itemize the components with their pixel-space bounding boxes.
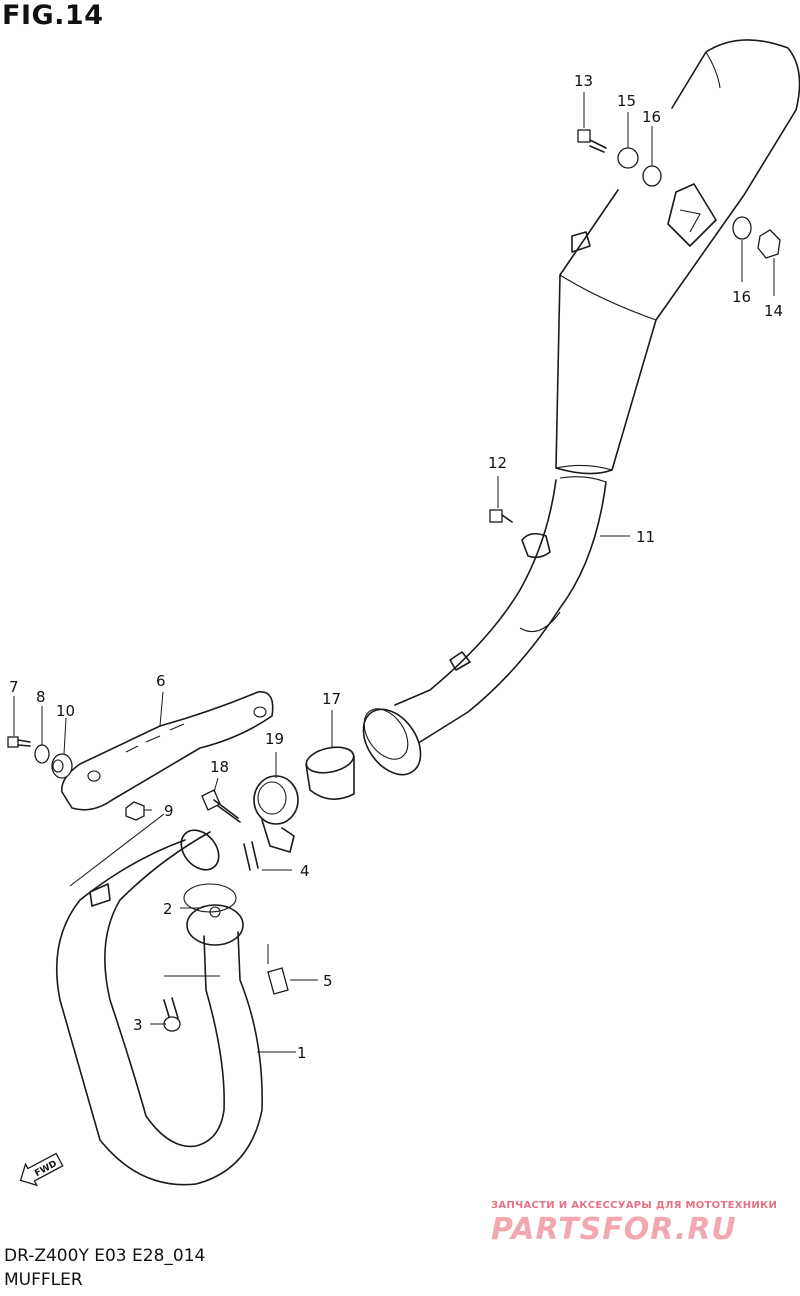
callout-2: 2: [163, 900, 173, 918]
muffler-body: [555, 39, 800, 483]
bracket-bolt: [7, 736, 31, 748]
callout-16-upper: 16: [642, 108, 661, 126]
muffler-bolt: [577, 129, 607, 153]
watermark-brand: PARTSFOR.RU: [491, 1212, 737, 1247]
bracket-washer: [34, 744, 50, 764]
muffler-cushion-outer: [732, 216, 752, 240]
callout-10: 10: [56, 702, 75, 720]
muffler-cushion-inner: [642, 165, 662, 187]
callout-4: 4: [300, 862, 310, 880]
callout-numbers: 1 2 3 4 5 6 7 8 9 10 11 12 13 14 15 16 1…: [9, 72, 783, 1062]
callout-1: 1: [297, 1044, 307, 1062]
callout-13: 13: [574, 72, 593, 90]
callout-18: 18: [210, 758, 229, 776]
exhaust-bolt: [163, 997, 181, 1032]
bracket-collar: [51, 753, 73, 779]
callout-12: 12: [488, 454, 507, 472]
exhaust-pipe: [55, 813, 263, 1186]
leader-lines: [13, 92, 775, 1053]
pipe-mount-bolt: [489, 509, 513, 523]
exhaust-nut: [267, 967, 289, 995]
callout-7: 7: [9, 678, 19, 696]
pipe-clamp: [253, 775, 299, 853]
exhaust-stud: [243, 841, 259, 871]
callout-14: 14: [764, 302, 783, 320]
callout-6: 6: [156, 672, 166, 690]
forward-arrow-icon: FWD: [19, 1152, 64, 1187]
callout-17: 17: [322, 690, 341, 708]
figure-title: FIG.14: [2, 0, 104, 31]
model-code: DR-Z400Y E03 E28_014: [4, 1246, 206, 1266]
muffler-washer: [617, 147, 639, 169]
callout-19: 19: [265, 730, 284, 748]
clamp-bolt: [201, 789, 241, 823]
callout-9: 9: [164, 802, 174, 820]
callout-3: 3: [133, 1016, 143, 1034]
connector-pipe: [362, 479, 607, 776]
callout-5: 5: [323, 972, 333, 990]
bracket-nut: [125, 801, 145, 821]
exhaust-bracket: [61, 691, 274, 811]
gasket-sleeve: [305, 746, 355, 800]
callout-16-lower: 16: [732, 288, 751, 306]
watermark-tagline: ЗАПЧАСТИ И АКСЕССУАРЫ ДЛЯ МОТОТЕХНИКИ: [491, 1200, 778, 1211]
muffler-nut: [757, 229, 781, 259]
callout-8: 8: [36, 688, 46, 706]
callout-15: 15: [617, 92, 636, 110]
callout-11: 11: [636, 528, 655, 546]
section-name: MUFFLER: [4, 1270, 83, 1290]
